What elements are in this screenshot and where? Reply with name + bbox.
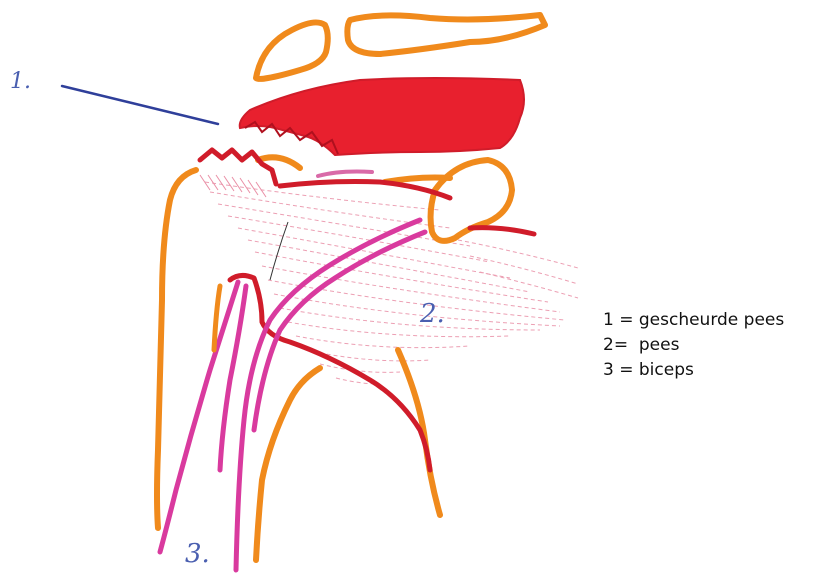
coracoid-tendon bbox=[470, 228, 534, 234]
callout-label-2: 2. bbox=[419, 299, 445, 329]
humerus-left-edge bbox=[157, 170, 196, 528]
upper-bones bbox=[256, 15, 545, 79]
clavicle-bone bbox=[347, 15, 545, 54]
callout-label-3: 3. bbox=[185, 539, 210, 569]
legend-item-2: 2= pees bbox=[603, 333, 830, 358]
acromion-bone bbox=[256, 22, 328, 79]
pink-tendon-segment bbox=[318, 172, 372, 177]
inner-tendon bbox=[230, 275, 430, 470]
tendon-hatching bbox=[205, 182, 578, 384]
legend: 1 = gescheurde pees 2= pees 3 = biceps bbox=[603, 308, 830, 383]
legend-item-1: 1 = gescheurde pees bbox=[603, 308, 830, 333]
torn-tendon-muscle bbox=[240, 78, 524, 155]
callout-label-1: 1. bbox=[10, 69, 31, 94]
tendon-outlines bbox=[200, 150, 534, 470]
legend-item-3: 3 = biceps bbox=[603, 358, 830, 383]
pointer-line-1 bbox=[62, 86, 218, 124]
humerus-right-shaft bbox=[256, 368, 320, 560]
thin-guide-line bbox=[270, 222, 288, 280]
